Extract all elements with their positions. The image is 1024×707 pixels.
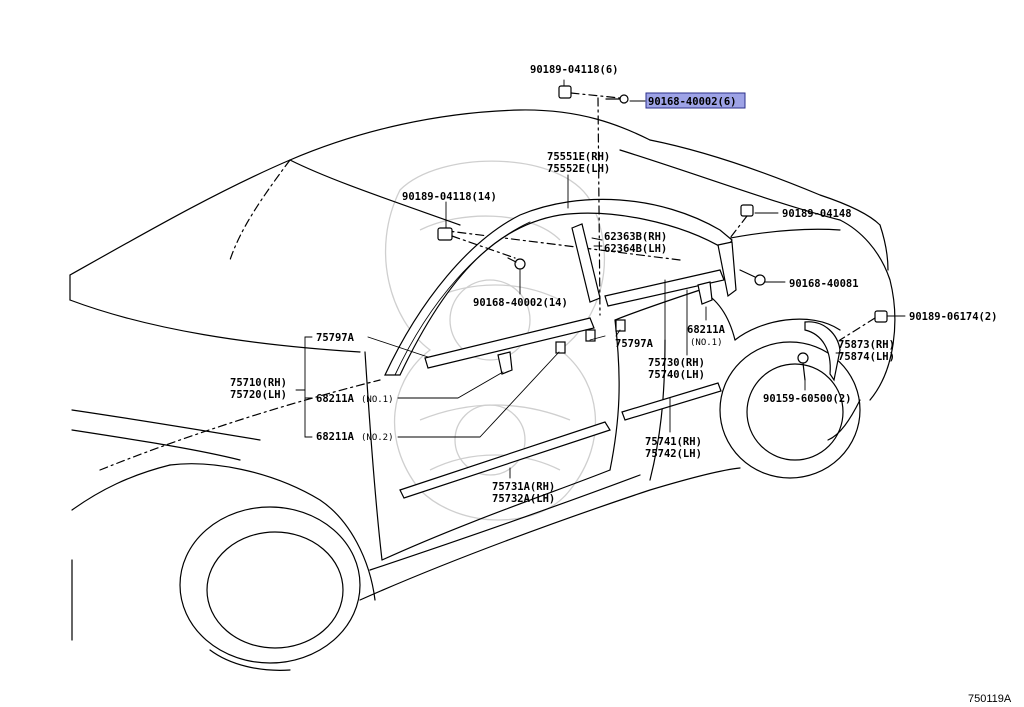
highlight-box — [645, 92, 746, 109]
label-62364b[interactable]: 62364B(LH) — [604, 243, 667, 255]
label-90168-40002-6[interactable]: 90168-40002(6) — [648, 96, 737, 108]
label-90159-60500[interactable]: 90159-60500(2) — [763, 393, 852, 405]
clip-flare — [839, 310, 888, 341]
label-75710[interactable]: 75710(RH) — [230, 377, 287, 389]
label-75797a-mid[interactable]: 75797A — [615, 338, 654, 350]
pillar-garnish — [571, 223, 601, 303]
label-68211a-right-no: (NO.1) — [690, 338, 723, 348]
label-62363b[interactable]: 62363B(RH) — [604, 231, 667, 243]
label-68211a-right[interactable]: 68211A — [687, 324, 726, 336]
screw-rear — [739, 269, 766, 286]
belt-moulding-rear — [604, 269, 725, 307]
clip-roof — [437, 227, 516, 259]
leader-lines — [295, 79, 906, 479]
label-90189-06174[interactable]: 90189-06174(2) — [909, 311, 998, 323]
side-moulding-front — [399, 421, 611, 499]
belt-moulding-front — [424, 317, 595, 369]
bracket-68211a-no1-left — [497, 351, 513, 375]
screw-roof — [507, 257, 526, 270]
label-75732a[interactable]: 75732A(LH) — [492, 493, 555, 505]
label-90168-40081[interactable]: 90168-40081 — [789, 278, 859, 290]
screw-top — [605, 94, 629, 104]
clip-rear-top — [729, 204, 754, 239]
label-75873[interactable]: 75873(RH) — [838, 339, 895, 351]
label-90189-04148[interactable]: 90189-04148 — [782, 208, 852, 220]
label-68211a-no1-tag: (NO.1) — [361, 395, 394, 405]
part-labels: 90189-04118(6) 90168-40002(6) 75551E(RH)… — [230, 64, 1012, 705]
label-75740[interactable]: 75740(LH) — [648, 369, 705, 381]
figure-code: 750119A — [968, 693, 1012, 705]
car-body-outline — [69, 109, 896, 671]
label-75874[interactable]: 75874(LH) — [838, 351, 895, 363]
label-75742[interactable]: 75742(LH) — [645, 448, 702, 460]
label-75552e[interactable]: 75552E(LH) — [547, 163, 610, 175]
watermark-emblem — [384, 160, 606, 521]
label-75551e[interactable]: 75551E(RH) — [547, 151, 610, 163]
label-68211a-no2-tag: (NO.2) — [361, 433, 394, 443]
wheel-flare — [804, 321, 841, 382]
window-frame-moulding — [384, 198, 737, 376]
label-75731a[interactable]: 75731A(RH) — [492, 481, 555, 493]
bracket-68211a-no1-right — [697, 281, 713, 305]
label-68211a-no2[interactable]: 68211A — [316, 431, 355, 443]
label-75741[interactable]: 75741(RH) — [645, 436, 702, 448]
clip-75797a-left — [555, 329, 596, 354]
label-90168-40002-14[interactable]: 90168-40002(14) — [473, 297, 568, 309]
clip-top-nut — [558, 85, 621, 316]
label-75797a-left[interactable]: 75797A — [316, 332, 355, 344]
label-75720[interactable]: 75720(LH) — [230, 389, 287, 401]
label-75730[interactable]: 75730(RH) — [648, 357, 705, 369]
label-68211a-no1[interactable]: 68211A — [316, 393, 355, 405]
side-moulding-rear — [621, 382, 722, 421]
clip-75797a-mid — [615, 319, 626, 332]
label-90189-04118-14[interactable]: 90189-04118(14) — [402, 191, 497, 203]
screw-flare — [797, 352, 809, 381]
label-90189-04118-6[interactable]: 90189-04118(6) — [530, 64, 619, 76]
